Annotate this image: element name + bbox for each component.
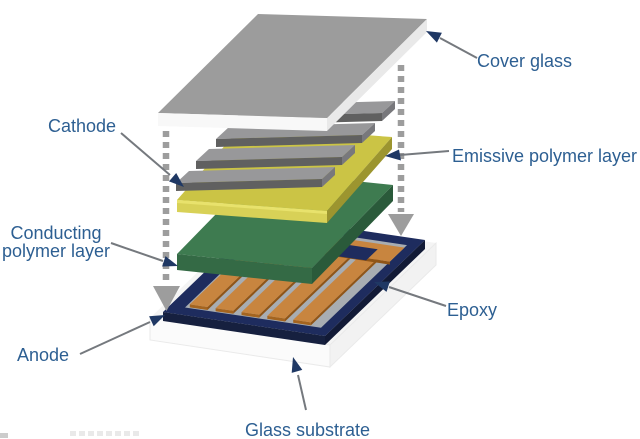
pointer-line — [297, 374, 307, 411]
epoxy-right-face — [325, 240, 425, 345]
label-emissive: Emissive polymer layer — [452, 146, 637, 166]
label-epoxy: Epoxy — [447, 300, 497, 320]
cover-glass-top-face — [158, 14, 427, 118]
cathode-strip-top-face — [176, 167, 335, 183]
label-anode: Anode — [17, 345, 69, 365]
cathode-strip-end-face — [322, 167, 335, 187]
pointer-epoxy — [374, 281, 447, 307]
watermark-smudge-light — [70, 431, 140, 436]
anode-strip-end-face — [267, 315, 285, 322]
label-conducting-line2: polymer layer — [2, 241, 110, 261]
pointer-line — [388, 286, 447, 307]
pointer-arrowhead — [169, 173, 184, 187]
cathode-strip-front-face — [196, 157, 342, 169]
pointer-conducting — [110, 242, 178, 267]
cathode-strip-end-face — [362, 123, 375, 143]
pointer-arrowhead — [162, 256, 178, 267]
pointer-line — [439, 37, 478, 59]
cathode-strip-front-face — [176, 179, 322, 191]
label-cover-glass: Cover glass — [477, 51, 572, 71]
watermark-smudge-dark — [0, 433, 8, 438]
cover-glass-right-face — [327, 19, 427, 131]
cover-glass-front-face — [158, 113, 327, 131]
pointer-arrowhead — [426, 31, 442, 43]
cover-glass-layer — [158, 14, 427, 131]
label-conducting-line1: Conducting — [10, 223, 101, 243]
assembly-arrow-left — [153, 131, 180, 311]
cathode-strip-end-face — [342, 145, 355, 165]
cathode-strip — [196, 145, 355, 169]
pointer-cathode — [120, 132, 184, 187]
epoxy-front-face — [163, 312, 325, 345]
cathode-strip-end-face — [382, 101, 395, 121]
pointer-emissive — [385, 149, 450, 161]
anode-strip-end-face — [241, 312, 260, 318]
label-cathode: Cathode — [48, 116, 116, 136]
pointer-line — [110, 242, 164, 262]
anode-strip-end-face — [293, 319, 311, 326]
label-glass-substrate: Glass substrate — [245, 420, 370, 439]
anode-strip-end-face — [189, 304, 208, 310]
pointer-arrowhead — [291, 357, 303, 373]
substrate-right-face — [329, 241, 437, 369]
pointer-arrowhead — [374, 281, 390, 292]
assembly-arrowhead-right — [388, 214, 414, 236]
pointer-cover-glass — [426, 31, 478, 59]
conducting-right-face — [312, 185, 393, 284]
anode-strip-side-face — [310, 247, 390, 326]
anode-strip-side-face — [285, 243, 364, 322]
pointer-line — [120, 132, 171, 176]
conducting-front-face — [177, 254, 312, 284]
emissive-edge-highlight — [177, 200, 327, 214]
pointer-anode — [79, 315, 165, 355]
pointer-arrowhead — [149, 315, 165, 327]
pointer-line — [399, 150, 450, 156]
pointer-arrowhead — [385, 149, 401, 161]
pointer-glass-substrate — [291, 357, 307, 411]
emissive-right-face — [327, 137, 392, 223]
cathode-strip — [176, 167, 335, 191]
pointer-line — [79, 321, 151, 355]
anode-strip-top-face — [293, 244, 390, 323]
assembly-arrow-right — [388, 62, 414, 236]
anode-strip-end-face — [215, 308, 234, 314]
anode-strip — [293, 244, 390, 326]
cathode-strip-top-face — [196, 145, 355, 161]
assembly-arrowhead-left — [153, 286, 180, 311]
cathode-strip-front-face — [216, 135, 362, 147]
